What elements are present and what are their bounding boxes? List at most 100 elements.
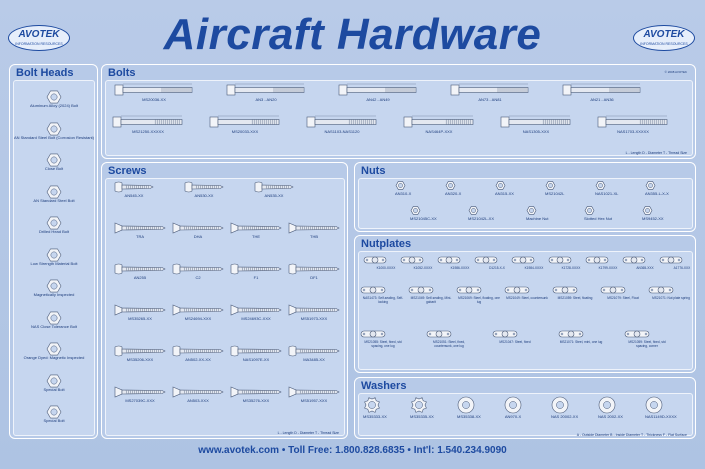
screw-part: THB (288, 222, 340, 239)
screw-icon (288, 304, 340, 316)
bolt-head-item: AN Standard Steel Bolt (10, 184, 98, 203)
nutplate-part: MS21079: Steel, Float (600, 284, 646, 300)
nutplates-inner (358, 251, 693, 370)
part-label: AN255 (133, 275, 147, 280)
part-label: MS21055: Steel, fixed, std spacing, one … (364, 340, 402, 348)
bolt-heads-title: Bolt Heads (16, 67, 74, 79)
bolt-head-label: Magnetically Inspected (33, 292, 75, 297)
bolt-head-item: Magnetically Inspected (10, 278, 98, 297)
bolt-part: MS20036-XX (114, 83, 194, 102)
nutplate-part: MS21059: Steel, floating (552, 284, 598, 300)
bolt-head-label: Special Bolt (43, 418, 65, 423)
bolt-icon (114, 83, 193, 96)
bolt-icon (338, 83, 417, 96)
nutplate-icon (624, 330, 650, 338)
nutplate-icon (437, 256, 461, 264)
screw-part: DHA (172, 222, 224, 239)
bolt-head-item: Low Strength Material Bolt (10, 247, 98, 266)
bolt-head-label: AN Standard Steel Bolt (33, 197, 75, 203)
bolt-head-label: Close Bolt (44, 166, 64, 171)
avotek-logo-right[interactable]: AVOTEK INFORMATION RESOURCES (633, 25, 695, 51)
screw-part: AN530-XX (184, 181, 224, 198)
part-label: NAS1305-XXX (522, 129, 550, 134)
part-label: MS24693C-XXX (241, 316, 271, 321)
part-label: K1000-XXXX (376, 266, 396, 270)
washer-icon (411, 397, 427, 413)
screw-part: MS27039C-XXX (114, 386, 166, 403)
page-title: Aircraft Hardware (163, 10, 542, 59)
screw-part: MA3485-XX (288, 345, 340, 362)
nutplate-icon (360, 330, 386, 338)
nut-icon (526, 206, 537, 215)
screw-icon (230, 263, 282, 275)
nutplate-icon (511, 256, 535, 264)
screw-icon (230, 386, 282, 398)
screw-icon (114, 222, 166, 234)
bolt-part: AN3 - AN20 (226, 83, 306, 102)
nutplate-part: MS21051: Steel, fixed, countersunk, one … (426, 328, 472, 348)
bolt-icon (226, 83, 305, 96)
part-label: NAS1703-XXXXX (617, 129, 649, 134)
nutplate-part: MS21071: Steel, mini, one lug (558, 328, 604, 344)
screw-part: THE (230, 222, 282, 239)
nut-icon (445, 181, 456, 190)
nutplate-part: K1986-XXXX (437, 254, 483, 270)
nutplate-icon (492, 330, 518, 338)
washer-part: NAS 2002-XX (598, 396, 623, 419)
part-label: AN355-L-X-X (645, 191, 669, 196)
part-label: A1776-XXX (673, 266, 691, 270)
screw-icon (172, 222, 224, 234)
bolt-icon (403, 115, 474, 128)
bolt-head-icon (46, 185, 62, 198)
screw-part: C2 (172, 263, 224, 280)
nutplate-icon (622, 256, 646, 264)
nut-icon (595, 181, 606, 190)
logo-sub: INFORMATION RESOURCES (15, 42, 63, 46)
nutplate-icon (456, 286, 482, 294)
screw-icon (114, 263, 166, 275)
avotek-logo-left[interactable]: AVOTEK INFORMATION RESOURCES (8, 25, 70, 51)
nutplate-icon (585, 256, 609, 264)
screw-icon (172, 345, 224, 357)
screw-part: MS35206-XXX (114, 345, 166, 362)
bolt-head-item: Orange Dyed: Magnetic Inspected (10, 341, 98, 360)
bolt-icon (597, 115, 668, 128)
bolt-icon (450, 83, 529, 96)
bolt-head-item: Aluminum Alloy (2024) Bolt (10, 89, 98, 108)
screw-part: MS51957-XXX (288, 386, 340, 403)
nut-icon (645, 181, 656, 190)
screw-part: F1 (230, 263, 282, 280)
part-label: NAS 20002-XX (551, 414, 579, 419)
bolt-part: NAS1305-XXX (500, 115, 572, 134)
washer-part: AN970-X (504, 396, 522, 419)
nutplate-part: MS21047: Steel, fixed (492, 328, 538, 344)
washer-part: NAS 20002-XX (551, 396, 578, 419)
nutplate-part: K1000-XXXX (363, 254, 409, 270)
nutplate-icon (648, 286, 674, 294)
logo-brand: AVOTEK (643, 29, 685, 40)
logo-brand: AVOTEK (18, 29, 60, 40)
washer-icon (364, 397, 380, 413)
part-label: D1215-X-X (489, 266, 505, 270)
screw-icon (288, 345, 340, 357)
nutplate-part: K1799-XXXX (585, 254, 631, 270)
bolt-head-item: AN Standard Steel Bolt (Corrosion Resist… (10, 121, 98, 140)
washer-part: NAS1149D-XXXX (645, 396, 677, 419)
part-label: AN503-XXX (187, 398, 209, 403)
nutplate-icon (363, 256, 387, 264)
part-label: MS21069: Steel, floating, one lug (458, 296, 500, 304)
part-label: AN545-XX (124, 193, 144, 198)
bolt-icon (112, 115, 183, 128)
part-label: AN42 - AN49 (366, 97, 390, 102)
part-label: NAS464P-XXX (425, 129, 453, 134)
washer-icon (598, 396, 616, 414)
screw-icon (172, 263, 224, 275)
screw-part: AN503-XXX (172, 386, 224, 403)
screw-icon (184, 181, 224, 193)
nutplate-part: MS21069: Steel, floating, one lug (456, 284, 502, 304)
part-label: MS51957-XXX (300, 398, 328, 403)
bolt-head-icon (46, 216, 62, 230)
nutplate-part: K1728-XXXX (548, 254, 594, 270)
